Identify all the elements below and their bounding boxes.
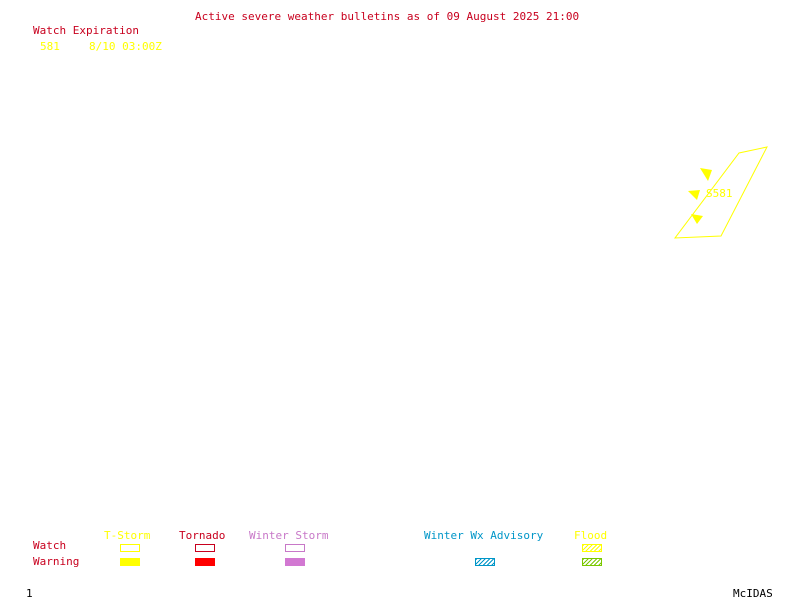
legend-tornado-warning-swatch [195, 558, 215, 566]
legend-winter-wx-label: Winter Wx Advisory [424, 529, 544, 542]
legend-flood-watch-swatch [582, 544, 602, 552]
legend-winter-storm-watch-swatch [285, 544, 305, 552]
legend-warning-label: Warning [33, 555, 80, 568]
watch-list-header: Watch Expiration [33, 24, 139, 37]
storm-marker [688, 190, 700, 200]
legend-tornado-watch-swatch [195, 544, 215, 552]
legend-flood-label: Flood [574, 529, 608, 542]
legend-watch-label: Watch [33, 539, 67, 552]
watch-label: S581 [706, 187, 733, 200]
legend-winter-storm-warning-swatch [285, 558, 305, 566]
storm-report-markers [688, 168, 712, 224]
brand-label: McIDAS [733, 587, 773, 600]
storm-marker [691, 214, 703, 224]
legend-winter-wx-advisory-swatch [475, 558, 495, 566]
watch-polygon-581[interactable] [673, 146, 768, 239]
legend-flood-warning-swatch [582, 558, 602, 566]
storm-marker [700, 168, 712, 181]
watch-id: 581 [40, 40, 60, 53]
watch-expiration: 8/10 03:00Z [89, 40, 162, 53]
legend-tornado-label: Tornado [179, 529, 226, 542]
page-title: Active severe weather bulletins as of 09… [195, 10, 580, 23]
legend-tstorm-warning-swatch [120, 558, 140, 566]
legend-winter-storm-label: Winter Storm [249, 529, 329, 542]
legend-tstorm-label: T-Storm [104, 529, 151, 542]
legend-tstorm-watch-swatch [120, 544, 140, 552]
page-number: 1 [26, 587, 33, 600]
